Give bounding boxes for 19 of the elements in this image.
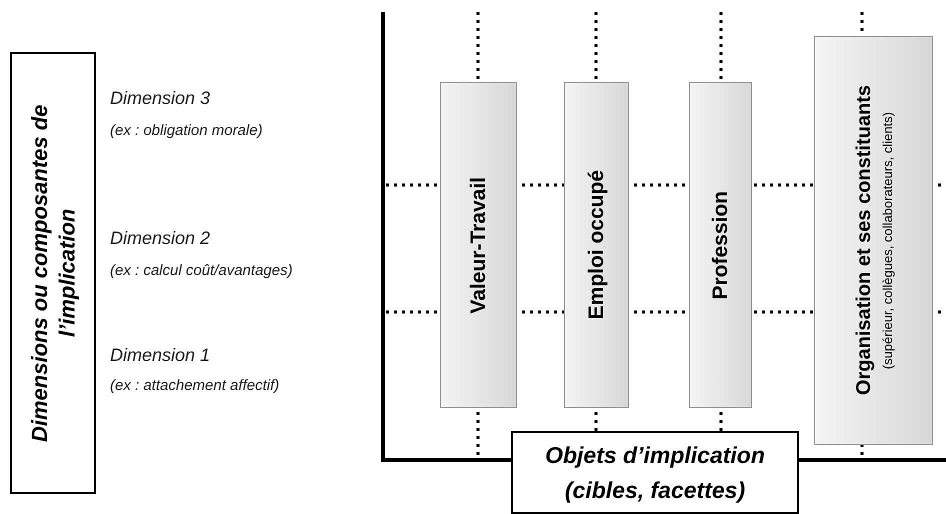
node-subtitle: (supérieur, collègues, collaborateurs, clients): [880, 112, 894, 370]
node-title: Profession: [708, 190, 732, 300]
text-box: [10, 52, 96, 494]
text-box: [511, 431, 799, 514]
node-title: Organisation et ses constituants: [852, 85, 876, 396]
category-bar: [440, 82, 517, 408]
example-note: (ex : obligation morale): [110, 122, 263, 139]
node-title: Dimensions ou composantes de l’implication: [26, 103, 80, 444]
dimension-label: Dimension 2: [110, 228, 210, 249]
example-note: (ex : attachement affectif): [110, 377, 280, 394]
example-note: (ex : calcul coût/avantages): [110, 262, 293, 279]
node-title: Emploi occupé: [584, 170, 608, 320]
category-bar: [814, 36, 933, 445]
dimension-label: Dimension 1: [110, 345, 210, 366]
node-title: Objets d’implication (cibles, facettes): [544, 441, 766, 505]
node-title: Valeur-Travail: [466, 176, 490, 314]
category-bar: [689, 82, 752, 408]
category-bar: [564, 82, 629, 408]
dimension-label: Dimension 3: [110, 88, 210, 109]
